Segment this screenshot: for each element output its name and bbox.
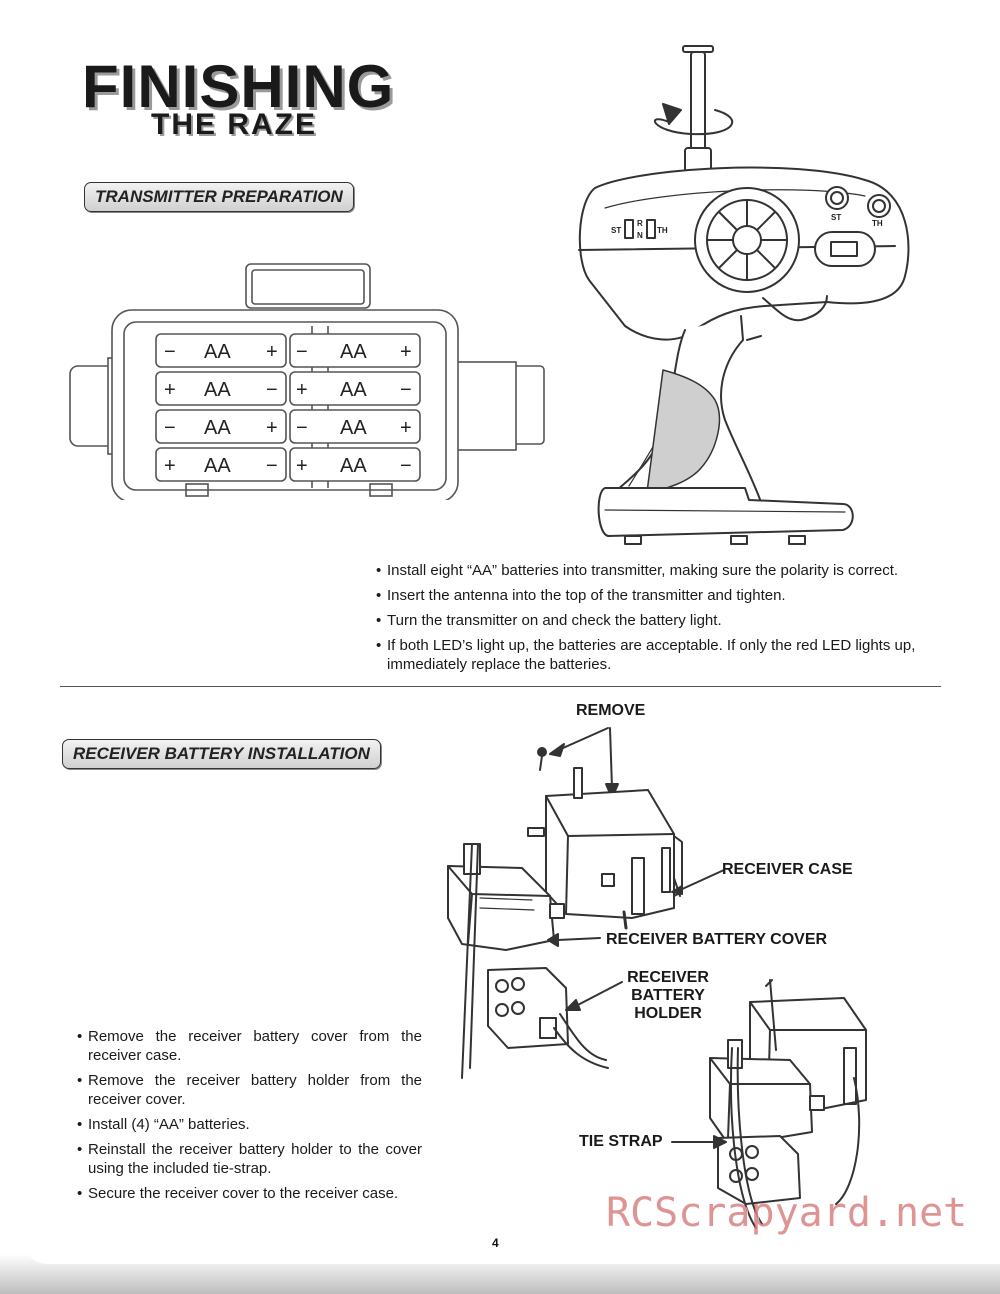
battery-polarity-plus: + [164, 455, 176, 477]
transmitter-illustration: ST R N TH ST TH [578, 45, 910, 545]
battery-polarity-minus: − [164, 341, 176, 363]
battery-polarity-plus: + [266, 341, 278, 363]
battery-polarity-plus: + [296, 379, 308, 401]
list-item: Insert the antenna into the top of the t… [376, 586, 942, 605]
transmitter-bullets: Install eight “AA” batteries into transm… [376, 561, 942, 680]
list-item: Reinstall the receiver battery holder to… [77, 1140, 422, 1178]
battery-cell-label: AA [340, 341, 367, 363]
battery-polarity-minus: − [296, 341, 308, 363]
battery-polarity-minus: − [164, 417, 176, 439]
receiver-bullets: Remove the receiver battery cover from t… [77, 1027, 422, 1209]
page-title: FINISHING [82, 53, 395, 120]
list-item: If both LED’s light up, the batteries ar… [376, 636, 942, 674]
battery-polarity-plus: + [266, 417, 278, 439]
battery-polarity-plus: + [400, 417, 412, 439]
list-item: Turn the transmitter on and check the ba… [376, 611, 942, 630]
battery-polarity-minus: − [266, 379, 278, 401]
battery-polarity-minus: − [400, 455, 412, 477]
battery-polarity-minus: − [266, 455, 278, 477]
list-item: Remove the receiver battery holder from … [77, 1071, 422, 1109]
receiver-diagram [447, 727, 867, 1229]
battery-polarity-minus: − [400, 379, 412, 401]
callout-tie-strap: TIE STRAP [579, 1133, 663, 1150]
callout-receiver-battery-holder: RECEIVER BATTERY HOLDER [627, 969, 709, 1022]
transmitter-heading: TRANSMITTER PREPARATION [84, 182, 354, 212]
list-item: Secure the receiver cover to the receive… [77, 1184, 422, 1203]
section-divider [60, 686, 941, 687]
callout-receiver-battery-cover: RECEIVER BATTERY COVER [606, 931, 828, 948]
battery-cell-label: AA [204, 379, 231, 401]
list-item: Install (4) “AA” batteries. [77, 1115, 422, 1134]
battery-polarity-plus: + [400, 341, 412, 363]
battery-cell-label: AA [340, 379, 367, 401]
page-subtitle: THE RAZE [151, 108, 317, 141]
list-item: Remove the receiver battery cover from t… [77, 1027, 422, 1065]
transmitter-battery-tray-illustration: AA AA AA AA AA AA AA AA − + − + + − + − … [69, 263, 545, 500]
battery-cell-label: AA [204, 455, 231, 477]
rotation-arrow-icon [653, 109, 734, 136]
transmitter-led-th-label: TH [872, 219, 883, 228]
battery-polarity-plus: + [296, 455, 308, 477]
transmitter-led-st-label: ST [831, 213, 841, 222]
callout-remove: REMOVE [576, 702, 646, 719]
transmitter-n-label: N [637, 231, 643, 240]
battery-polarity-plus: + [164, 379, 176, 401]
battery-polarity-minus: − [296, 417, 308, 439]
list-item: Install eight “AA” batteries into transm… [376, 561, 942, 580]
watermark: RCScrapyard.net [606, 1190, 968, 1236]
transmitter-r-label: R [637, 219, 643, 228]
battery-cell-label: AA [204, 417, 231, 439]
page-number: 4 [492, 1236, 499, 1250]
transmitter-st-label: ST [611, 226, 621, 235]
battery-cell-label: AA [340, 417, 367, 439]
battery-cell-label: AA [340, 455, 367, 477]
transmitter-th-label: TH [657, 226, 668, 235]
callout-receiver-case: RECEIVER CASE [722, 861, 853, 878]
battery-cell-label: AA [204, 341, 231, 363]
receiver-heading: RECEIVER BATTERY INSTALLATION [62, 739, 381, 769]
